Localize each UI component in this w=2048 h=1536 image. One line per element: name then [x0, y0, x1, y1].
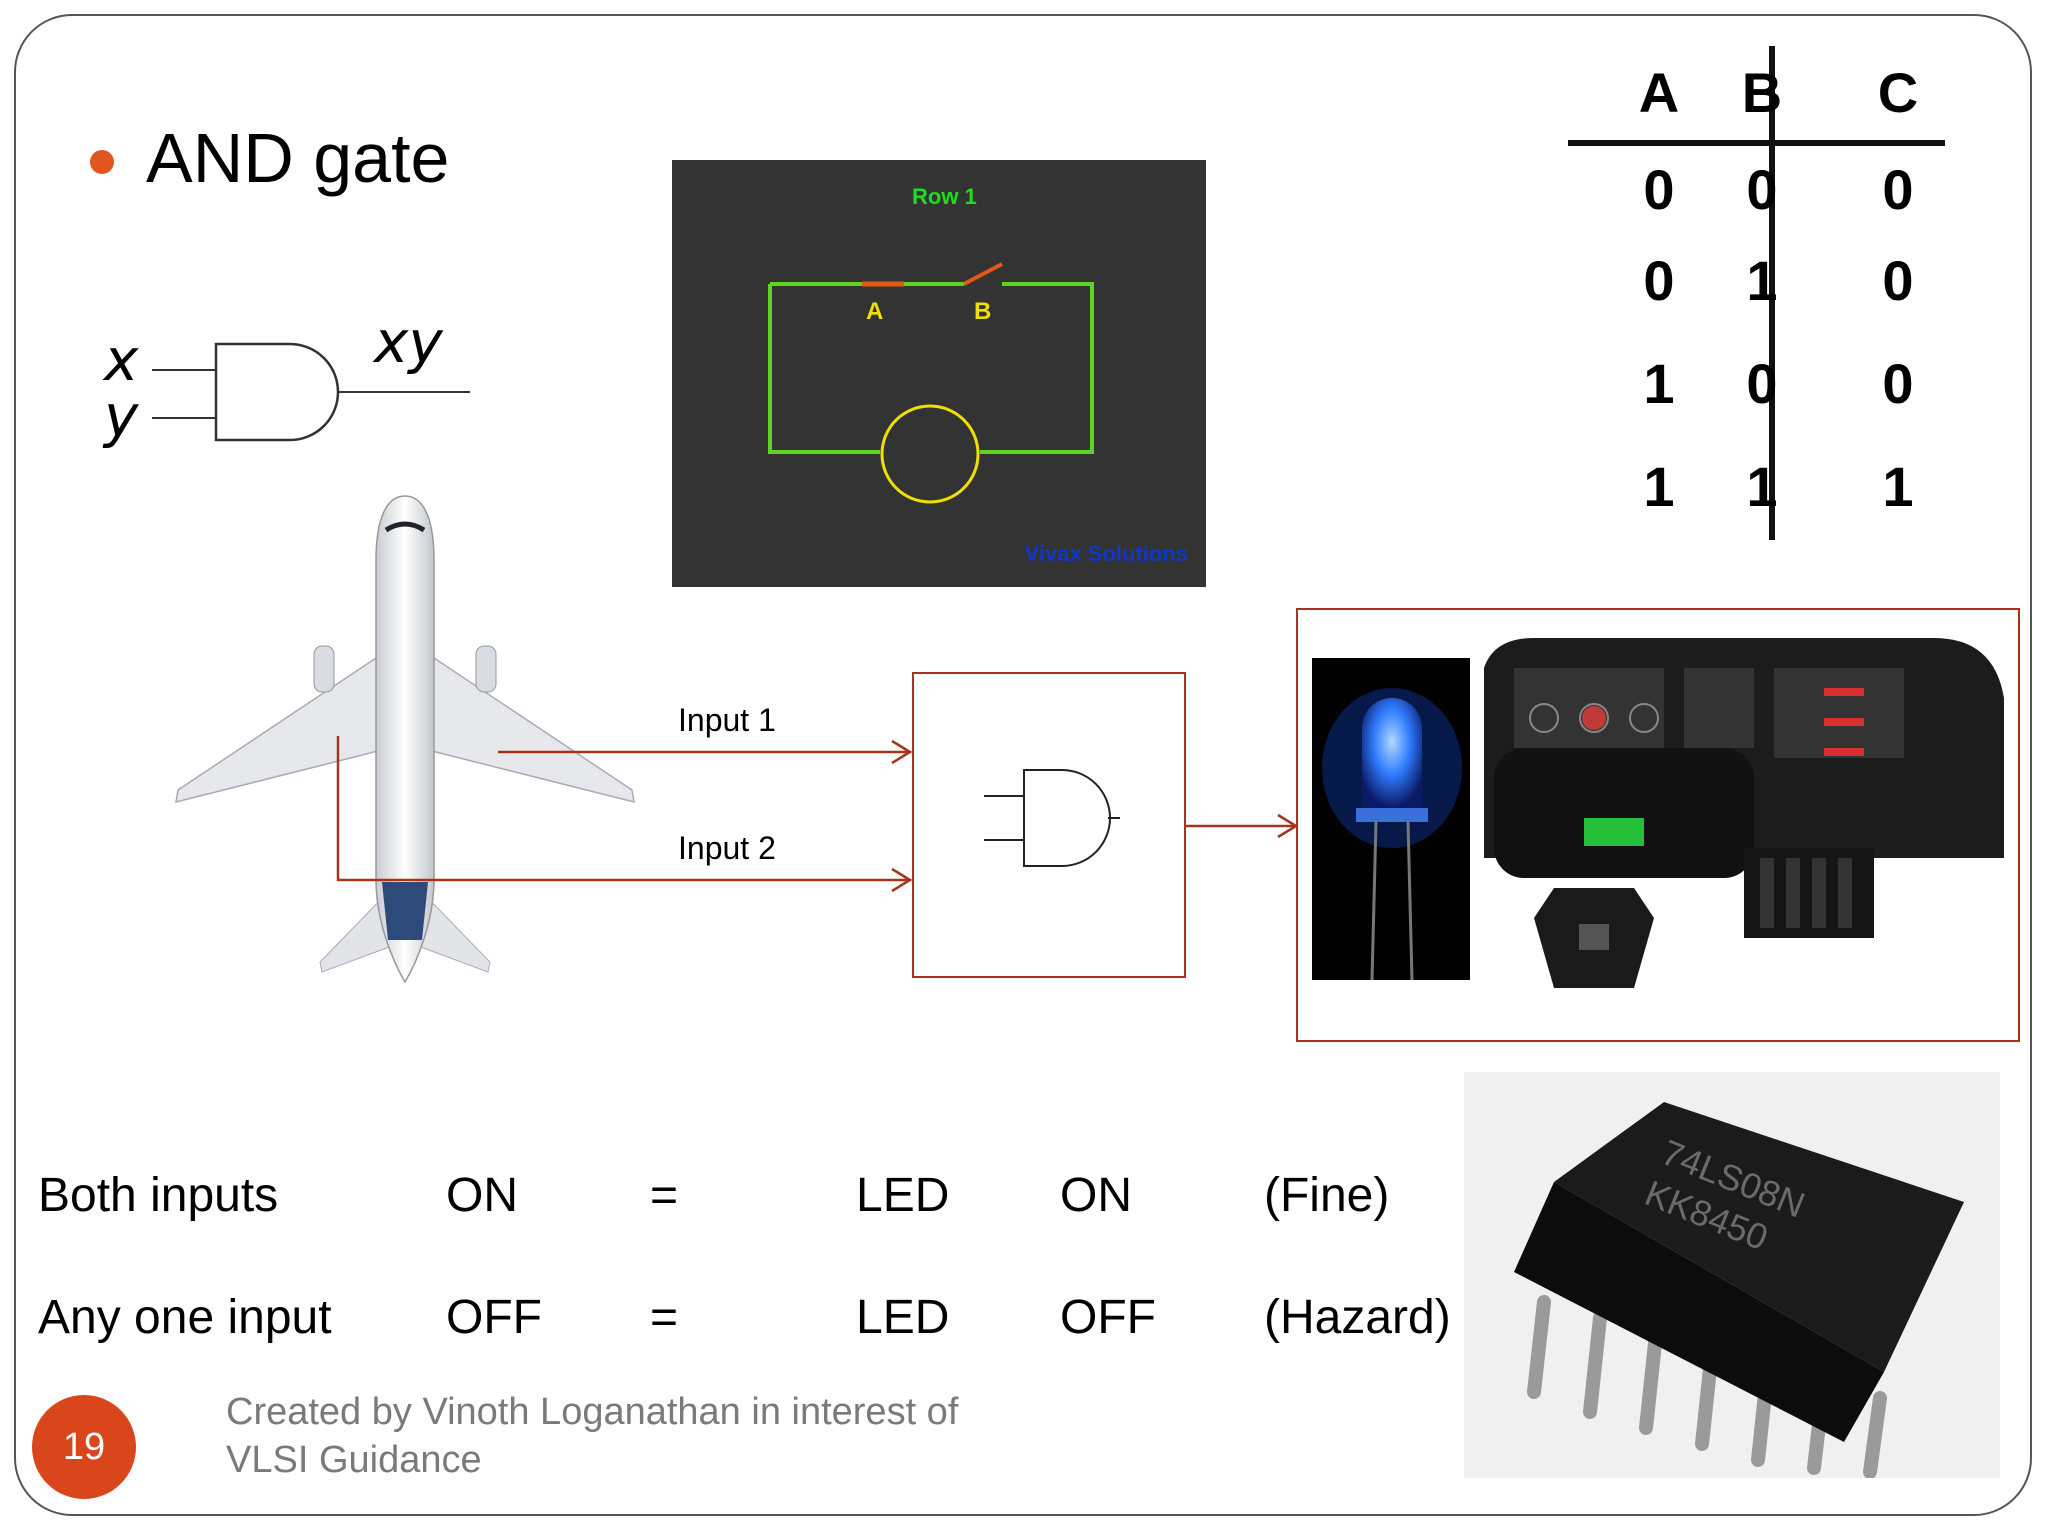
truth-table: A B C 0 0 0 0 1 0 1 0 0 1 1 1	[1560, 40, 1960, 560]
statement-2-subject: Any one input	[38, 1291, 332, 1344]
input-2-label: Input 2	[678, 830, 776, 866]
truth-header-b: B	[1741, 61, 1783, 124]
led-image	[1312, 658, 1470, 981]
credit-line-1: Created by Vinoth Loganathan in interest…	[226, 1391, 959, 1433]
truth-cell: 1	[1746, 249, 1778, 312]
output-box	[1296, 608, 2020, 1042]
truth-cell: 1	[1643, 352, 1675, 415]
circuit-row-label: Row 1	[912, 184, 977, 209]
ic-chip-image: 74LS08N KK8450	[1464, 1072, 2000, 1478]
statement-1-equals: =	[650, 1169, 679, 1222]
gate-input-y-label: y	[104, 382, 139, 450]
gate-box	[912, 672, 1186, 978]
truth-header-a: A	[1638, 61, 1680, 124]
input-1-label: Input 1	[678, 702, 776, 738]
airplane-image	[175, 495, 635, 984]
truth-cell: 0	[1746, 158, 1778, 221]
statement-1-state: ON	[446, 1169, 518, 1222]
statement-2-result: (Hazard)	[1264, 1291, 1451, 1344]
truth-cell: 0	[1882, 352, 1914, 415]
page-number-badge: 19	[32, 1395, 136, 1499]
gate-output-label: xy	[374, 308, 443, 376]
credit-text: Created by Vinoth Loganathan in interest…	[226, 1388, 958, 1484]
slide-title: AND gate	[146, 119, 450, 197]
small-and-gate-icon	[984, 769, 1120, 867]
truth-cell: 1	[1882, 455, 1914, 518]
switch-b-label: B	[974, 298, 992, 325]
credit-line-2: VLSI Guidance	[226, 1439, 482, 1481]
truth-cell: 0	[1882, 158, 1914, 221]
circuit-watermark: Vivax Solutions	[1024, 541, 1188, 566]
and-gate-symbol	[152, 342, 470, 442]
truth-cell: 0	[1643, 249, 1675, 312]
statement-1-led-state: ON	[1060, 1169, 1132, 1222]
series-circuit-image: Row 1 A B Vivax Solutions	[672, 160, 1206, 587]
gate-input-x-label: x	[104, 326, 139, 394]
slide-frame	[14, 14, 2032, 1516]
statement-2-equals: =	[650, 1291, 679, 1344]
statement-1-result: (Fine)	[1264, 1169, 1390, 1222]
switch-a-label: A	[866, 298, 884, 325]
truth-cell: 0	[1882, 249, 1914, 312]
cockpit-panel-image	[1474, 628, 2010, 1028]
statement-1-led: LED	[856, 1169, 950, 1222]
truth-header-c: C	[1877, 61, 1919, 124]
statement-2-state: OFF	[446, 1291, 542, 1344]
statement-2-led-state: OFF	[1060, 1291, 1156, 1344]
truth-cell: 0	[1643, 158, 1675, 221]
truth-cell: 0	[1746, 352, 1778, 415]
statement-1-subject: Both inputs	[38, 1169, 279, 1222]
title-bullet	[90, 150, 114, 174]
statement-2-led: LED	[856, 1291, 950, 1344]
truth-cell: 1	[1746, 455, 1778, 518]
truth-cell: 1	[1643, 455, 1675, 518]
